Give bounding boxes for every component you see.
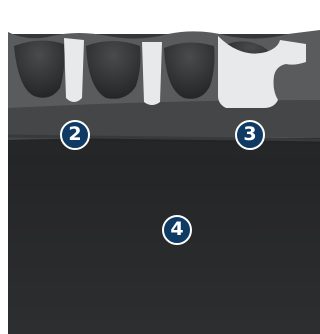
callout-3: 3 xyxy=(235,120,265,150)
surface-lower-band xyxy=(8,100,320,140)
plug-1 xyxy=(64,38,84,102)
cross-section-graphic xyxy=(8,8,320,334)
callout-4: 4 xyxy=(162,215,192,245)
cross-section-diagram: 2 3 4 xyxy=(8,8,320,334)
callout-2: 2 xyxy=(60,120,90,150)
top-white-area xyxy=(8,8,320,34)
plug-2 xyxy=(142,42,162,105)
